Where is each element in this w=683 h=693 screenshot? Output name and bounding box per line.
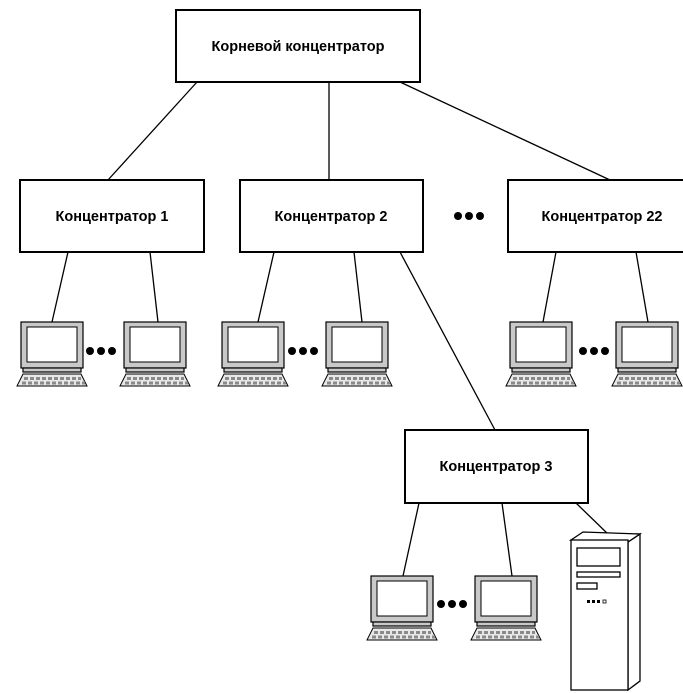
hub-1-label: Концентратор 1 bbox=[56, 209, 169, 225]
computer-icon bbox=[505, 321, 577, 387]
computer-icon bbox=[470, 575, 542, 641]
computer-icon bbox=[321, 321, 393, 387]
computer-icon bbox=[119, 321, 191, 387]
hub-3: Концентратор 3 bbox=[404, 429, 589, 504]
computer-icon bbox=[16, 321, 88, 387]
ellipsis-icon bbox=[454, 212, 484, 220]
root-hub: Корневой концентратор bbox=[175, 9, 421, 83]
hub-2: Концентратор 2 bbox=[239, 179, 424, 253]
hub-3-label: Концентратор 3 bbox=[440, 459, 553, 475]
server-tower-icon bbox=[568, 531, 643, 692]
computer-icon bbox=[366, 575, 438, 641]
ellipsis-icon bbox=[437, 600, 467, 608]
hub-2-label: Концентратор 2 bbox=[275, 209, 388, 225]
ellipsis-icon bbox=[86, 347, 116, 355]
root-hub-label: Корневой концентратор bbox=[212, 39, 385, 55]
ellipsis-icon bbox=[579, 347, 609, 355]
computer-icon bbox=[217, 321, 289, 387]
computer-icon bbox=[611, 321, 683, 387]
hub-22: Концентратор 22 bbox=[507, 179, 683, 253]
ellipsis-icon bbox=[288, 347, 318, 355]
connection-lines bbox=[51, 81, 649, 577]
hub-22-label: Концентратор 22 bbox=[541, 209, 662, 225]
hub-1: Концентратор 1 bbox=[19, 179, 205, 253]
